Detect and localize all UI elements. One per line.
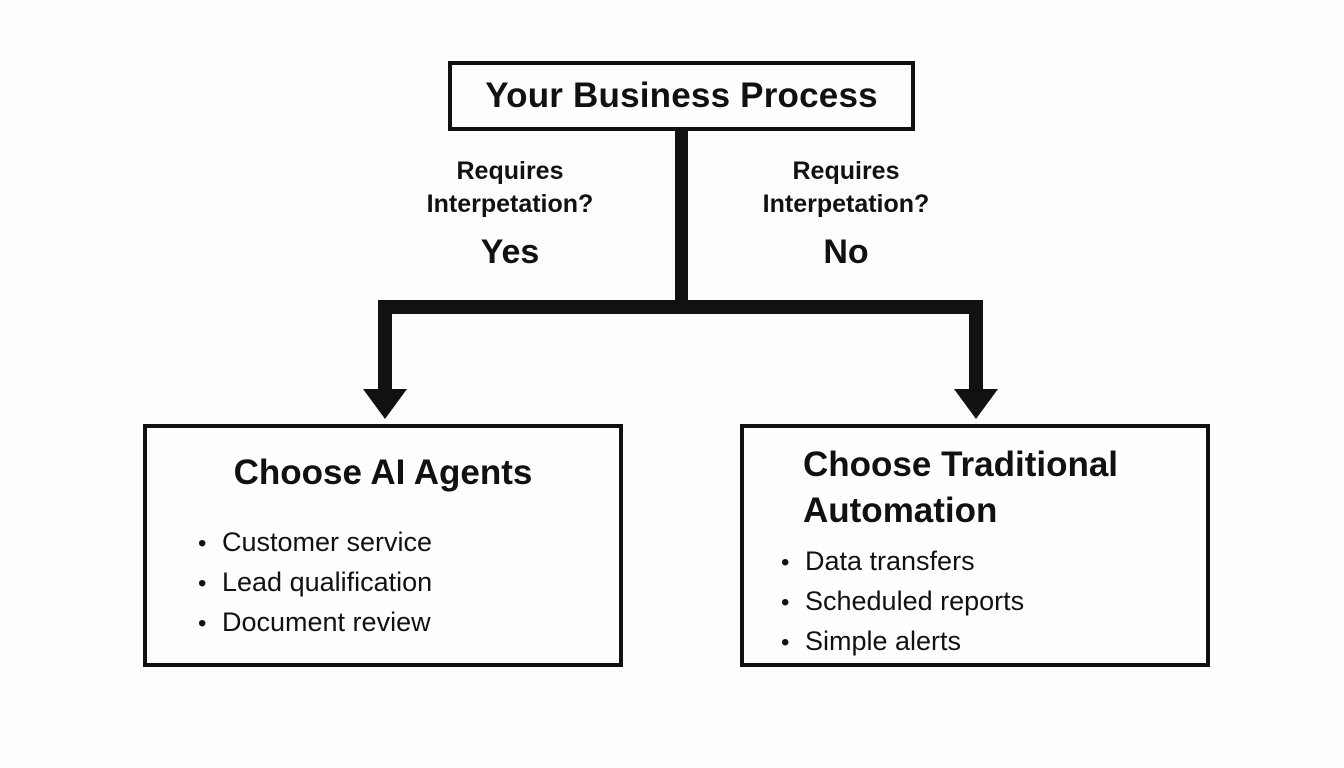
branch-right-question-line2: Interpetation?	[762, 190, 930, 218]
branch-left-label: Requires Interpetation? Yes	[395, 155, 625, 272]
list-item: • Data transfers	[781, 542, 1206, 582]
list-item: • Simple alerts	[781, 622, 1206, 662]
result-title-ai-agents: Choose AI Agents	[233, 453, 533, 492]
list-item: • Customer service	[198, 523, 619, 563]
connector-trunk-line	[675, 129, 688, 314]
branch-right-question-line1: Requires	[792, 157, 900, 185]
list-item-label: Document review	[222, 607, 431, 637]
branch-left-question-line2: Interpetation?	[426, 190, 594, 218]
result-box-traditional-automation: Choose Traditional Automation • Data tra…	[740, 424, 1210, 667]
bullet-icon: •	[781, 549, 790, 576]
list-item-label: Scheduled reports	[805, 586, 1025, 616]
bullet-icon: •	[198, 530, 207, 557]
bullet-icon: •	[198, 610, 207, 637]
root-process-label: Your Business Process	[485, 76, 878, 115]
traditional-automation-bullet-list: • Data transfers • Scheduled reports • S…	[744, 542, 1206, 662]
result-title-traditional-automation: Choose Traditional Automation	[803, 445, 1119, 530]
ai-agents-bullet-list: • Customer service • Lead qualification …	[147, 523, 619, 643]
bullet-icon: •	[198, 570, 207, 597]
list-item: • Lead qualification	[198, 563, 619, 603]
arrow-down-icon	[954, 389, 998, 419]
branch-right-label: Requires Interpetation? No	[731, 155, 961, 272]
list-item-label: Simple alerts	[805, 626, 962, 656]
list-item: • Scheduled reports	[781, 582, 1206, 622]
branch-left-answer: Yes	[480, 233, 540, 271]
list-item-label: Data transfers	[805, 546, 975, 576]
branch-right-line	[969, 300, 983, 392]
list-item: • Document review	[198, 603, 619, 643]
list-item-label: Lead qualification	[222, 567, 433, 597]
bullet-icon: •	[781, 589, 790, 616]
branch-left-line	[378, 300, 392, 392]
result-box-ai-agents: Choose AI Agents • Customer service • Le…	[143, 424, 623, 667]
root-process-box: Your Business Process	[448, 61, 915, 131]
branch-left-question-line1: Requires	[456, 157, 564, 185]
bullet-icon: •	[781, 629, 790, 656]
connector-crossbar-line	[378, 300, 983, 314]
arrow-down-icon	[363, 389, 407, 419]
list-item-label: Customer service	[222, 527, 433, 557]
branch-right-answer: No	[823, 233, 869, 271]
